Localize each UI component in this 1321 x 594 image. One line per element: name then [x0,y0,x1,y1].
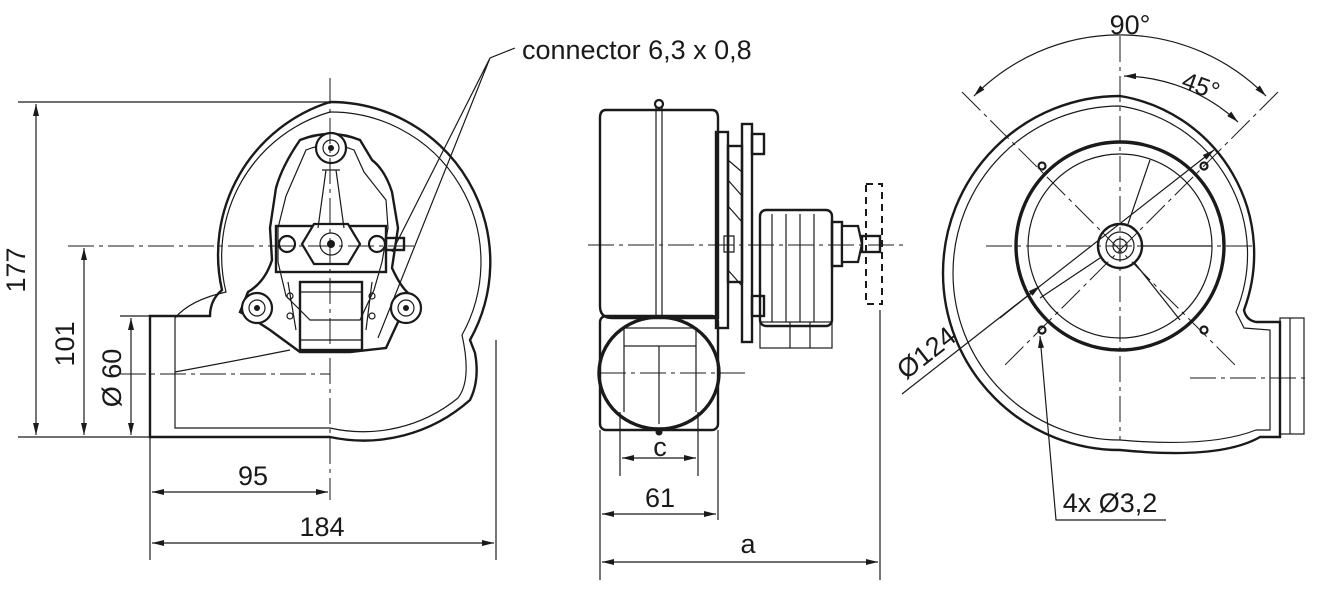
side-nut-icon [840,224,864,264]
rear-view [901,34,1310,521]
side-impeller-dashed [865,183,883,305]
side-motor [758,208,834,328]
motor-bracket-plate [238,132,414,354]
dim-60-label: Ø 60 [97,349,127,408]
dim-177-label: 177 [1,247,31,292]
motor-winding [298,280,364,352]
bolt-hole-icon [1037,325,1047,335]
side-view [588,98,905,580]
dim-101-label: 101 [50,321,80,366]
front-housing-inner [174,111,482,433]
dim-184-label: 184 [299,512,344,542]
connector-label: connector 6,3 x 0,8 [522,35,752,65]
angle-45-label: 45° [1178,67,1223,106]
holes-leader [1038,335,1166,521]
dim-a-label: a [740,529,756,559]
rear-housing-outline [941,94,1282,455]
dim-c-label: c [653,432,667,462]
front-view [18,47,516,560]
connector-leader [377,47,516,339]
side-housing [598,108,720,320]
dim-line-124 [901,149,1215,395]
angle-arc-90 [973,34,1267,97]
angle-90-label: 90° [1110,10,1151,40]
bolt-hole-icon [1199,325,1209,335]
dim-95-label: 95 [238,461,268,491]
bolt-hole-icon [1037,161,1047,171]
dim-holes-label: 4x Ø3,2 [1063,488,1158,518]
rear-outlet-flange [1279,317,1305,435]
angle-arc-45 [1123,73,1239,123]
dim-61-label: 61 [645,483,675,513]
side-mounting-plate [740,122,754,344]
front-housing-outline [148,100,492,442]
